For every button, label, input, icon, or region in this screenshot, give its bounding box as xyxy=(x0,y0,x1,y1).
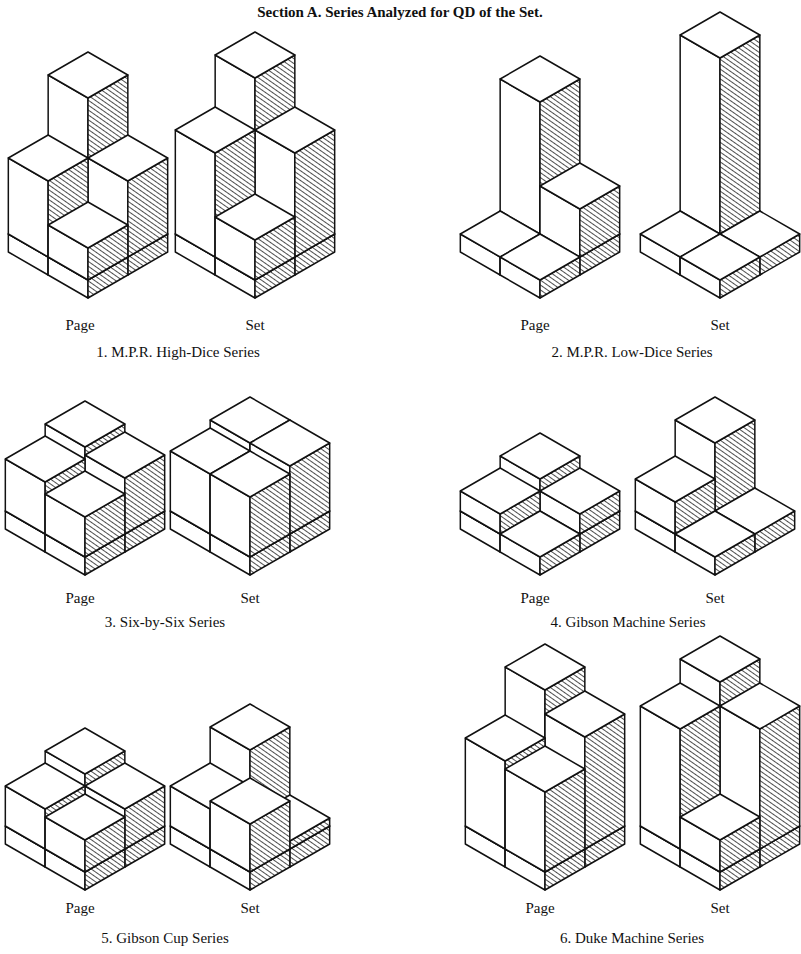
top-face xyxy=(175,107,255,153)
figure-label: Set xyxy=(240,900,259,917)
shaded-face xyxy=(760,706,800,849)
block-figure xyxy=(170,397,329,575)
figure-label: Page xyxy=(520,317,549,334)
block-figure xyxy=(640,636,799,890)
block-figure xyxy=(640,12,799,298)
top-face xyxy=(500,56,580,102)
top-face xyxy=(460,468,540,514)
top-face xyxy=(505,644,585,690)
series-caption: 1. M.P.R. High-Dice Series xyxy=(96,344,260,361)
block-figure xyxy=(460,56,619,298)
top-face xyxy=(215,194,295,240)
figure-label: Page xyxy=(65,317,94,334)
top-face xyxy=(640,683,720,729)
top-face xyxy=(720,683,800,729)
figure-label: Set xyxy=(245,317,264,334)
block-figure xyxy=(8,52,167,298)
block-figure xyxy=(635,397,794,575)
figure-label: Set xyxy=(710,317,729,334)
top-face xyxy=(635,456,715,502)
top-face xyxy=(8,135,88,181)
block-figure xyxy=(5,401,164,575)
top-face xyxy=(88,135,168,181)
figure-label: Set xyxy=(240,590,259,607)
series-caption: 2. M.P.R. Low-Dice Series xyxy=(551,344,712,361)
top-face xyxy=(210,451,290,497)
block-figure xyxy=(465,644,624,890)
figure-label: Page xyxy=(65,590,94,607)
top-face xyxy=(215,32,295,78)
top-face xyxy=(255,107,335,153)
top-face xyxy=(680,794,760,840)
figure-label: Page xyxy=(65,900,94,917)
top-face xyxy=(680,12,760,58)
top-face xyxy=(45,794,125,840)
series-caption: 5. Gibson Cup Series xyxy=(101,930,229,947)
top-face xyxy=(48,202,128,248)
top-face xyxy=(210,778,290,824)
top-face xyxy=(675,511,755,557)
top-face xyxy=(540,468,620,514)
left-face xyxy=(680,35,720,234)
top-face xyxy=(505,746,585,792)
figure-label: Set xyxy=(705,590,724,607)
block-figure xyxy=(175,32,334,298)
top-face xyxy=(500,234,580,280)
block-figure xyxy=(5,728,164,890)
series-caption: 6. Duke Machine Series xyxy=(560,930,704,947)
shaded-face xyxy=(720,35,760,234)
figure-label: Page xyxy=(520,590,549,607)
left-face xyxy=(640,706,680,849)
top-face xyxy=(500,433,580,479)
top-face xyxy=(680,234,760,280)
section-title: Section A. Series Analyzed for QD of the… xyxy=(257,4,543,21)
figure-label: Page xyxy=(525,900,554,917)
top-face xyxy=(680,636,760,682)
top-face xyxy=(540,163,620,209)
top-face xyxy=(45,728,125,774)
top-face xyxy=(85,432,165,478)
block-figure xyxy=(460,433,619,575)
top-face xyxy=(500,511,580,557)
top-face xyxy=(545,691,625,737)
series-caption: 3. Six-by-Six Series xyxy=(105,614,225,631)
top-face xyxy=(210,704,290,750)
top-face xyxy=(675,397,755,443)
series-caption: 4. Gibson Machine Series xyxy=(551,614,706,631)
block-figure xyxy=(170,704,329,890)
top-face xyxy=(48,52,128,98)
figure-label: Set xyxy=(710,900,729,917)
top-face xyxy=(45,471,125,517)
top-face xyxy=(5,436,85,482)
left-face xyxy=(500,79,540,234)
